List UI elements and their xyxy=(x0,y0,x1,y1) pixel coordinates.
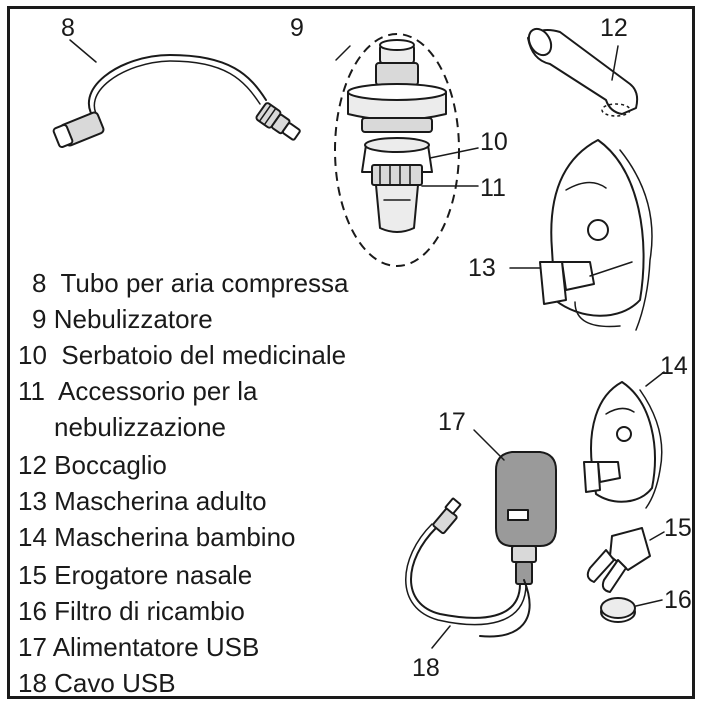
callout-15: 15 xyxy=(664,514,692,542)
callout-11: 11 xyxy=(480,174,506,202)
replacement-filter-illustration xyxy=(601,598,662,622)
callout-10: 10 xyxy=(480,128,508,156)
callout-9: 9 xyxy=(290,14,304,42)
callout-12: 12 xyxy=(600,14,628,42)
callout-14: 14 xyxy=(660,352,688,380)
callout-8: 8 xyxy=(61,14,75,42)
adult-mask-illustration xyxy=(510,140,652,330)
nasal-tip-illustration xyxy=(588,528,664,592)
air-tube-illustration xyxy=(53,40,303,148)
child-mask-illustration xyxy=(584,372,664,508)
callout-18: 18 xyxy=(412,654,440,682)
callout-17: 17 xyxy=(438,408,466,436)
usb-adapter-illustration xyxy=(474,430,556,584)
callout-16: 16 xyxy=(664,586,692,614)
nebulizer-illustration xyxy=(335,34,478,266)
callout-13: 13 xyxy=(468,254,496,282)
